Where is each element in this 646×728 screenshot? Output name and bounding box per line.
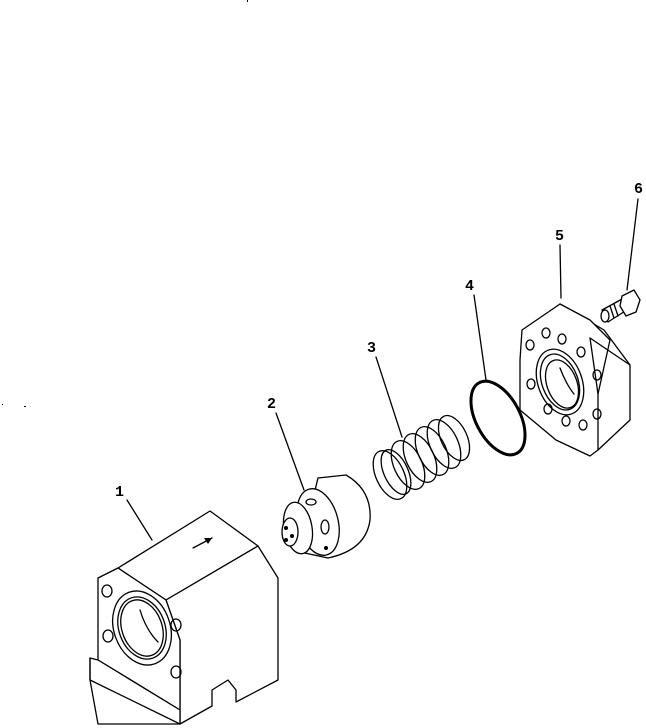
part-label-6: 6: [634, 181, 644, 198]
part-5-cover-flange: [519, 303, 631, 457]
scan-artifact: [247, 0, 248, 2]
part-6-bolt: [600, 289, 641, 323]
part-label-1: 1: [115, 484, 125, 501]
part-label-4: 4: [465, 278, 475, 295]
scan-artifact: [24, 406, 26, 407]
part-4-o-ring: [469, 379, 527, 457]
leader-lines: [126, 198, 639, 541]
part-1-valve-body: [89, 510, 279, 725]
part-label-2: 2: [267, 396, 277, 413]
part-label-5: 5: [555, 228, 565, 245]
part-3-spring: [372, 414, 471, 500]
leader-line-2: [275, 412, 305, 491]
part-2-valve-spool: [281, 474, 371, 559]
part-label-3: 3: [367, 340, 377, 357]
scan-artifact: [2, 404, 3, 405]
leader-line-3: [375, 356, 403, 438]
leader-line-1: [126, 499, 153, 541]
leader-line-5: [559, 244, 562, 299]
leader-line-6: [626, 198, 639, 291]
leader-line-4: [473, 294, 487, 381]
